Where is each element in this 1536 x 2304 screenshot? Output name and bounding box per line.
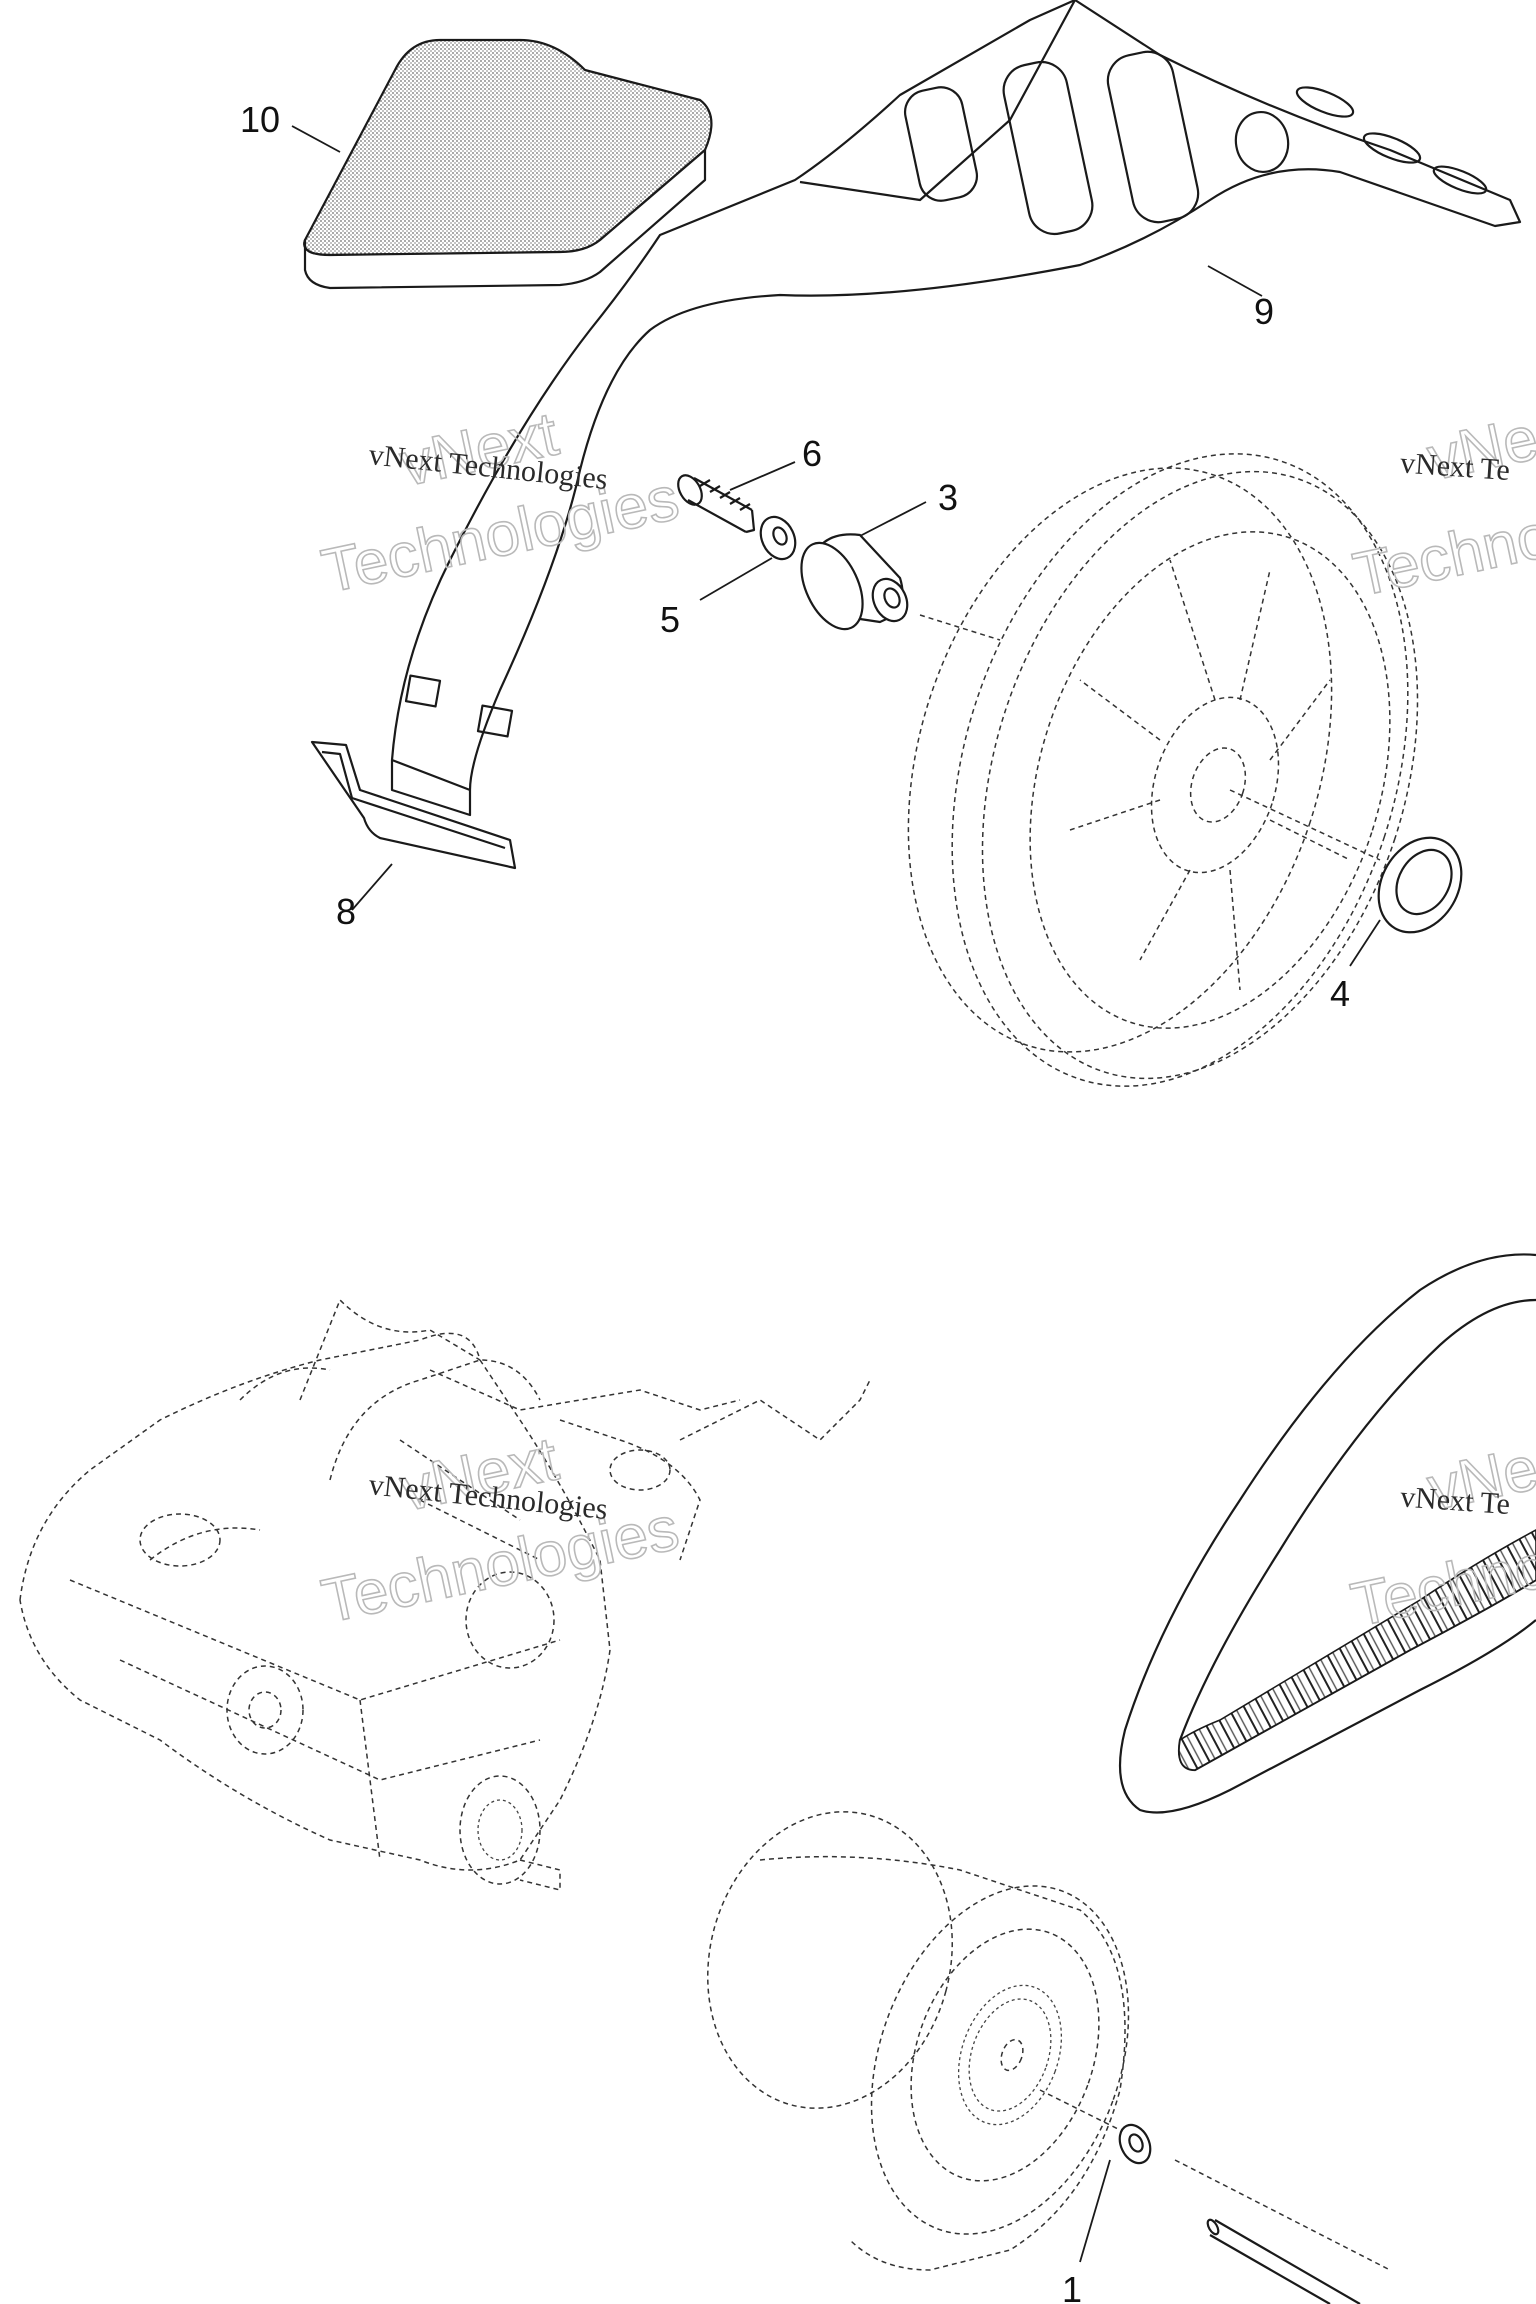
watermark-middle-right: vNe Techno vNext Te: [1345, 1433, 1536, 1641]
watermark-top-right: vNe Techno vNext Te: [1347, 403, 1536, 611]
leader-lines: [291, 125, 1381, 2263]
drive-belt: [1118, 1253, 1536, 1814]
drive-pulley: [707, 1811, 1391, 2271]
part-1-washer: [1118, 2123, 1361, 2304]
watermark-big-cut-2: Techno: [1348, 501, 1536, 610]
callout-8: 8: [336, 891, 356, 932]
callout-10: 10: [240, 99, 280, 140]
part-3-spacer: [800, 533, 909, 631]
watermark-small-cut: vNext Te: [1399, 1480, 1511, 1521]
part-5-washer: [759, 515, 797, 561]
callout-4: 4: [1330, 973, 1350, 1014]
part-8-seal: [310, 740, 517, 870]
part-9-belt-guard: [390, 0, 1522, 817]
watermark-middle-left: vNext Technologies vNext Technologies: [315, 1424, 685, 1638]
callout-9: 9: [1254, 291, 1274, 332]
callout-1: 1: [1062, 2269, 1082, 2304]
engine-assembly: [19, 1298, 871, 1891]
part-4-ring: [1377, 836, 1463, 934]
callout-3: 3: [938, 477, 958, 518]
watermark-small-cut: vNext Te: [1399, 446, 1511, 487]
part-6-bolt: [677, 474, 756, 534]
watermark-big-2: Technologies: [316, 1494, 684, 1637]
callout-5: 5: [660, 599, 680, 640]
driven-pulley: [907, 453, 1419, 1087]
callout-labels: 10 9 6 3 5 8 4 1: [240, 99, 1350, 2304]
part-10-pad: [303, 38, 713, 290]
callout-6: 6: [802, 433, 822, 474]
